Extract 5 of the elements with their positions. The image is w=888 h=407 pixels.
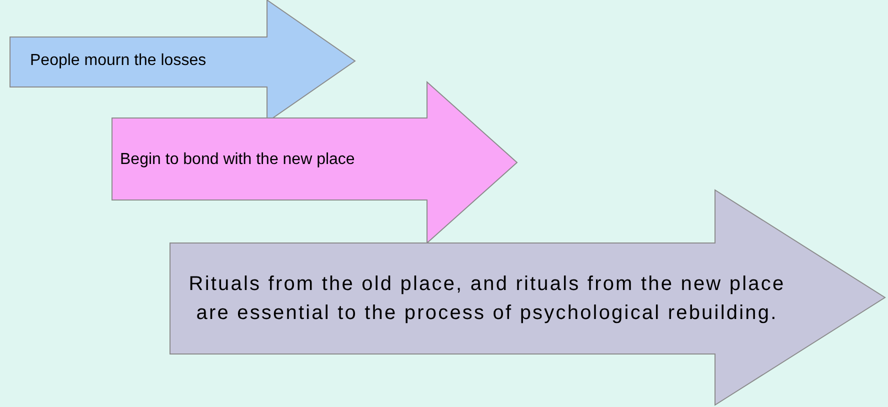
- arrow-label: Rituals from the old place, and rituals from the new place are essential to the process of psychological rebuilding.: [188, 272, 786, 326]
- arrow-label: Begin to bond with the new place: [120, 150, 356, 170]
- arrow-label: People mourn the losses: [30, 51, 208, 71]
- step-block: [170, 190, 885, 405]
- step-block: [112, 82, 517, 243]
